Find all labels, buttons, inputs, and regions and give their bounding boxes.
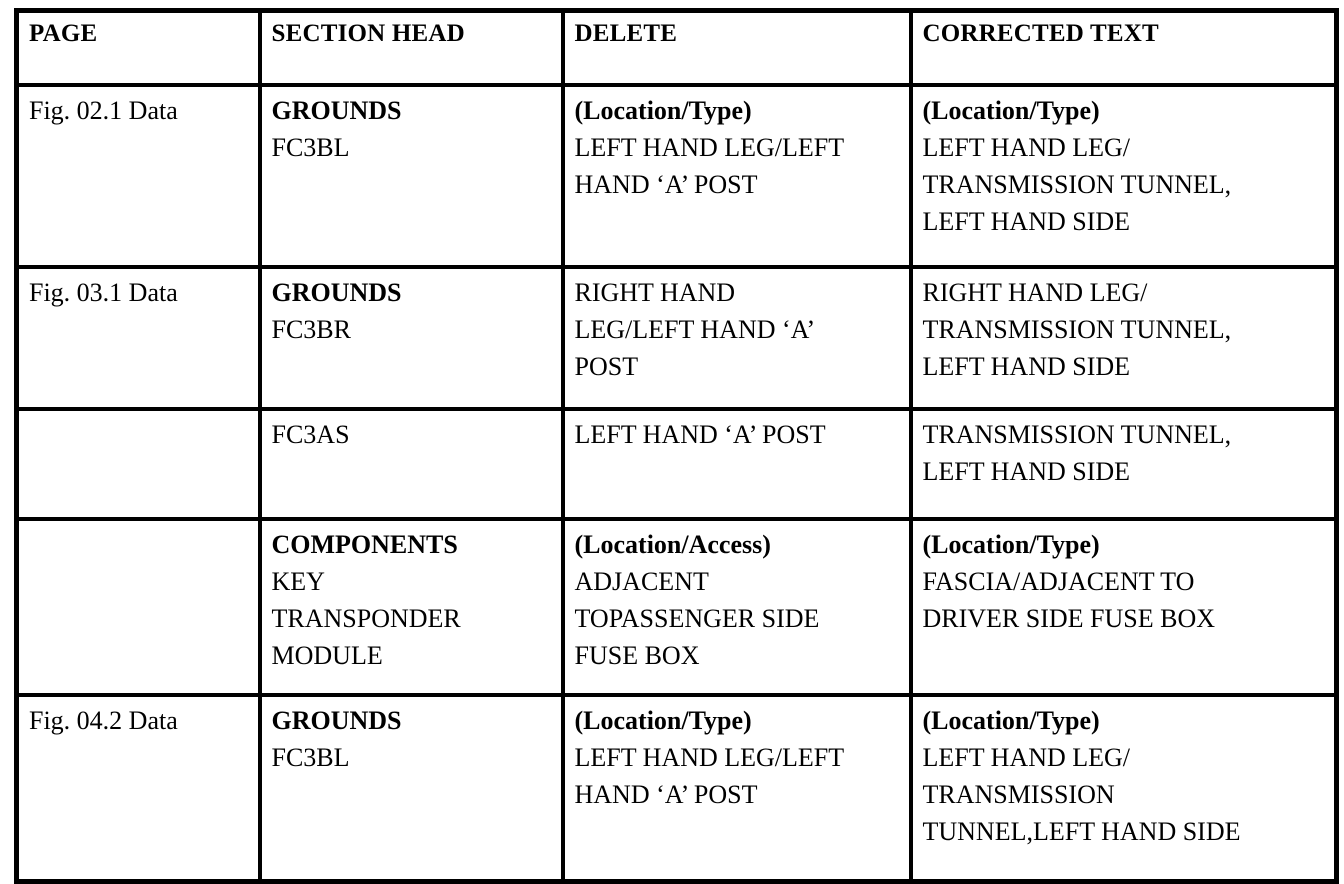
cell-delete: RIGHT HAND LEG/LEFT HAND ‘A’ POST: [560, 265, 913, 411]
cell-line: LEFT HAND LEG/LEFT: [574, 742, 845, 772]
cell-corrected: (Location/Type) LEFT HAND LEG/TRANSMISSIO…: [908, 83, 1339, 269]
cell-line: LEFT HAND SIDE: [922, 351, 1131, 381]
cell-line: MODULE: [271, 640, 383, 670]
column-header-page: PAGE: [14, 8, 262, 87]
cell-section: GROUNDS FC3BR: [257, 265, 565, 411]
cell-corrected: RIGHT HAND LEG/TRANSMISSION TUNNEL, LEFT …: [908, 265, 1339, 411]
cell-line: GROUNDS: [271, 96, 402, 125]
cell-lines: (Location/Type) LEFT HAND LEG/TRANSMISSIO…: [923, 703, 1327, 851]
cell-line: (Location/Type): [574, 96, 752, 125]
cell-line: FC3BL: [271, 132, 350, 162]
cell-lines: RIGHT HAND LEG/TRANSMISSION TUNNEL, LEFT …: [923, 275, 1327, 386]
cell-lines: Fig. 04.2 Data: [29, 703, 250, 740]
cell-line: TRANSMISSION: [922, 779, 1115, 809]
cell-line: LEFT HAND LEG/LEFT: [574, 132, 845, 162]
cell-line: FASCIA/ADJACENT TO: [922, 566, 1195, 596]
cell-lines: Fig. 03.1 Data: [29, 275, 250, 312]
cell-lines: TRANSMISSION TUNNEL, LEFT HAND SIDE: [923, 417, 1327, 491]
column-header-section: SECTION HEAD: [257, 8, 565, 87]
cell-corrected: (Location/Type) FASCIA/ADJACENT TO DRIVER …: [908, 517, 1339, 697]
cell-line: Fig. 04.2 Data: [29, 706, 178, 735]
cell-line: (Location/Type): [922, 96, 1100, 125]
cell-page: Fig. 04.2 Data: [14, 693, 262, 884]
cell-lines: RIGHT HAND LEG/LEFT HAND ‘A’ POST: [575, 275, 901, 386]
cell-lines: GROUNDS FC3BR: [272, 275, 553, 349]
cell-delete: (Location/Access) ADJACENT TOPASSENGER SID…: [560, 517, 913, 697]
cell-line: FC3BR: [271, 314, 352, 344]
cell-line: (Location/Type): [922, 706, 1100, 735]
cell-line: LEG/LEFT HAND ‘A’: [574, 314, 816, 344]
cell-line: HAND ‘A’ POST: [574, 169, 758, 199]
cell-line: LEFT HAND ‘A’ POST: [574, 420, 826, 449]
column-header-corrected: CORRECTED TEXT: [908, 8, 1339, 87]
cell-line: DRIVER SIDE FUSE BOX: [922, 603, 1216, 633]
cell-lines: Fig. 02.1 Data: [29, 93, 250, 130]
correction-table: PAGE SECTION HEAD DELETE CORRECTED TEXT …: [14, 8, 1339, 884]
cell-line: TOPASSENGER SIDE: [574, 603, 820, 633]
cell-line: TRANSMISSION TUNNEL,: [922, 169, 1232, 199]
cell-lines: LEFT HAND ‘A’ POST: [575, 417, 901, 454]
cell-page: [14, 407, 262, 521]
cell-line: (Location/Type): [922, 530, 1100, 559]
cell-corrected: (Location/Type) LEFT HAND LEG/TRANSMISSIO…: [908, 693, 1339, 884]
cell-lines: (Location/Access) ADJACENT TOPASSENGER SID…: [575, 527, 901, 675]
cell-lines: (Location/Type) FASCIA/ADJACENT TO DRIVER …: [923, 527, 1327, 638]
cell-lines: GROUNDS FC3BL: [272, 93, 553, 167]
cell-line: POST: [574, 351, 639, 381]
cell-line: Fig. 03.1 Data: [29, 278, 178, 307]
document-page: PAGE SECTION HEAD DELETE CORRECTED TEXT …: [14, 8, 1339, 884]
table-header-row: PAGE SECTION HEAD DELETE CORRECTED TEXT: [14, 8, 1339, 87]
cell-line: TRANSPONDER: [271, 603, 461, 633]
cell-line: FUSE BOX: [574, 640, 700, 670]
cell-line: LEFT HAND LEG/: [922, 132, 1131, 162]
cell-line: GROUNDS: [271, 278, 402, 307]
cell-line: RIGHT HAND: [574, 278, 736, 307]
cell-lines: COMPONENTS KEY TRANSPONDER MODULE: [272, 527, 553, 675]
cell-section: FC3AS: [257, 407, 565, 521]
cell-page: Fig. 03.1 Data: [14, 265, 262, 411]
cell-line: LEFT HAND SIDE: [922, 456, 1131, 486]
cell-line: LEFT HAND LEG/: [922, 742, 1131, 772]
cell-lines: GROUNDS FC3BL: [272, 703, 553, 777]
cell-line: HAND ‘A’ POST: [574, 779, 758, 809]
cell-line: TRANSMISSION TUNNEL,: [922, 420, 1232, 449]
cell-lines: FC3AS: [272, 417, 553, 454]
cell-section: GROUNDS FC3BL: [257, 693, 565, 884]
cell-line: TUNNEL,LEFT HAND SIDE: [922, 816, 1241, 846]
cell-lines: (Location/Type) LEFT HAND LEG/TRANSMISSIO…: [923, 93, 1327, 241]
table-row: Fig. 02.1 Data GROUNDS FC3BL (Location/Type…: [14, 83, 1339, 269]
cell-line: KEY: [271, 566, 325, 596]
cell-line: (Location/Type): [574, 706, 752, 735]
cell-line: RIGHT HAND LEG/: [922, 278, 1148, 307]
cell-page: Fig. 02.1 Data: [14, 83, 262, 269]
cell-line: FC3BL: [271, 742, 350, 772]
table-row: Fig. 03.1 Data GROUNDS FC3BR RIGHT HAND LEG/…: [14, 265, 1339, 411]
cell-delete: (Location/Type) LEFT HAND LEG/LEFT HAND ‘A…: [560, 83, 913, 269]
cell-line: COMPONENTS: [271, 530, 458, 559]
cell-line: TRANSMISSION TUNNEL,: [922, 314, 1232, 344]
cell-section: COMPONENTS KEY TRANSPONDER MODULE: [257, 517, 565, 697]
cell-lines: (Location/Type) LEFT HAND LEG/LEFT HAND ‘A…: [575, 703, 901, 814]
table-row: FC3AS LEFT HAND ‘A’ POST TRANSMISSION TUNN…: [14, 407, 1339, 521]
table-row: COMPONENTS KEY TRANSPONDER MODULE (Location/…: [14, 517, 1339, 697]
cell-lines: (Location/Type) LEFT HAND LEG/LEFT HAND ‘A…: [575, 93, 901, 204]
cell-line: (Location/Access): [574, 530, 771, 559]
cell-corrected: TRANSMISSION TUNNEL, LEFT HAND SIDE: [908, 407, 1339, 521]
cell-delete: LEFT HAND ‘A’ POST: [560, 407, 913, 521]
cell-line: Fig. 02.1 Data: [29, 96, 178, 125]
column-header-delete: DELETE: [560, 8, 913, 87]
cell-page: [14, 517, 262, 697]
cell-line: FC3AS: [271, 420, 350, 449]
cell-delete: (Location/Type) LEFT HAND LEG/LEFT HAND ‘A…: [560, 693, 913, 884]
table-header: PAGE SECTION HEAD DELETE CORRECTED TEXT: [14, 8, 1339, 87]
cell-section: GROUNDS FC3BL: [257, 83, 565, 269]
cell-line: LEFT HAND SIDE: [922, 206, 1131, 236]
cell-line: ADJACENT: [574, 566, 709, 596]
cell-line: GROUNDS: [271, 706, 402, 735]
table-row: Fig. 04.2 Data GROUNDS FC3BL (Location/Type…: [14, 693, 1339, 884]
